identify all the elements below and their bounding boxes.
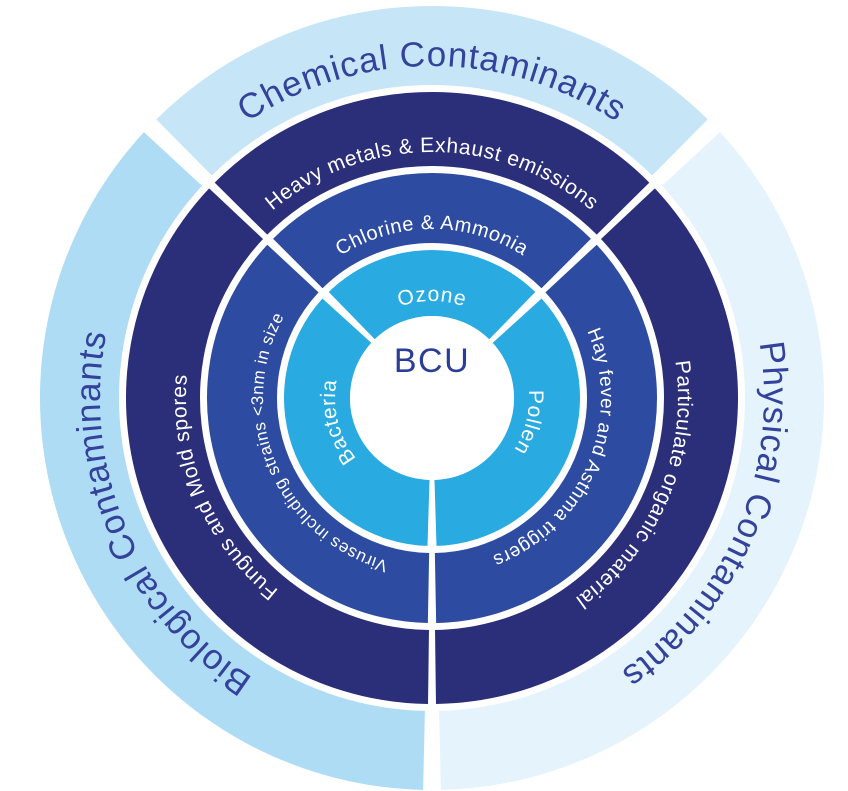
center-label-bcu: BCU <box>394 342 470 380</box>
second-ring-segment-chlorine-ammonia <box>273 173 591 289</box>
second-ring-segment-hay-fever-and-asthma-triggers <box>434 244 657 623</box>
inner-ring-segment-pollen <box>433 298 580 546</box>
center-circle <box>350 316 514 480</box>
second-ring-segment-viruses-including-strains-3nm-in-size <box>207 244 430 623</box>
third-ring-segment-fungus-and-mold-spores <box>126 188 430 704</box>
outer-ring-segment-chemical-contaminants <box>156 6 708 176</box>
third-ring-segment-particulate-organic-material <box>434 188 738 704</box>
third-ring-segment-heavy-metals-exhaust-emissions <box>214 92 650 236</box>
inner-ring-segment-bacteria <box>284 298 431 546</box>
outer-ring-segment-biological-contaminants <box>40 132 426 790</box>
inner-ring-segment-ozone <box>328 250 536 341</box>
outer-ring-segment-physical-contaminants <box>438 132 824 790</box>
